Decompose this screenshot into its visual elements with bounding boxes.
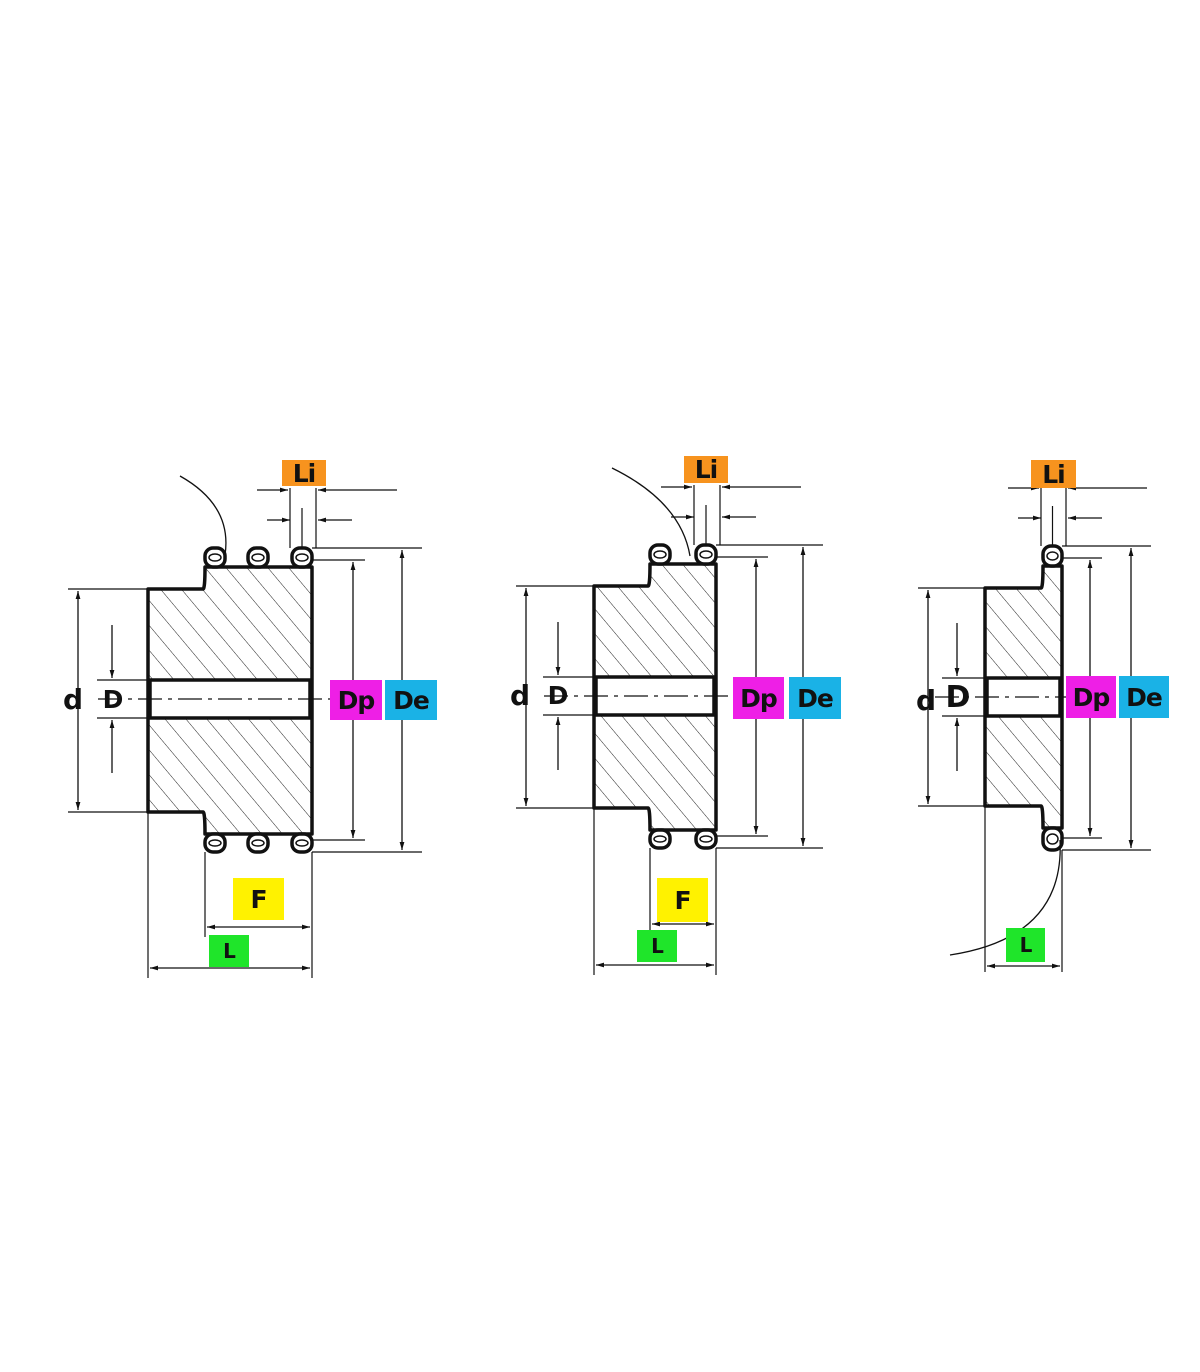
dp-label: Dp — [330, 680, 382, 720]
tooth-roller — [208, 553, 222, 562]
sprocket-tooth — [694, 828, 718, 850]
sprocket-tooth — [290, 546, 314, 569]
tooth-roller — [1046, 551, 1059, 561]
bore-d-label: D — [945, 679, 971, 715]
tooth-roller — [653, 550, 667, 559]
de-label: De — [789, 677, 841, 719]
sprocket-tooth — [203, 832, 227, 854]
sprocket-tooth — [290, 832, 314, 854]
f-label: F — [233, 878, 284, 920]
sprocket-outline — [983, 564, 1064, 830]
tooth-roller — [208, 839, 222, 847]
tooth-roller — [699, 550, 713, 559]
tooth-roller — [1046, 833, 1059, 845]
d-label: d — [509, 678, 531, 712]
sprocket-outline — [146, 565, 314, 836]
leader-arc — [611, 467, 691, 557]
l-label: L — [1006, 928, 1045, 962]
dp-label: Dp — [1066, 676, 1116, 718]
sprocket-tooth — [1041, 826, 1064, 852]
de-label: De — [385, 680, 437, 720]
tooth-roller — [251, 553, 265, 562]
tooth-roller — [251, 839, 265, 847]
sprocket-tooth — [648, 828, 672, 850]
sprocket-tooth — [1041, 544, 1064, 568]
sprocket-tooth — [203, 546, 227, 569]
tooth-roller — [653, 835, 667, 843]
li-label: Li — [282, 459, 326, 488]
d-label: d — [62, 682, 84, 716]
dp-label: Dp — [733, 677, 784, 719]
l-label: L — [637, 930, 677, 962]
tooth-roller — [295, 553, 309, 562]
leader-arc — [949, 839, 1061, 956]
li-label: Li — [1031, 460, 1076, 489]
sprocket-tooth — [246, 832, 270, 854]
tooth-roller — [295, 839, 309, 847]
tooth-roller — [699, 835, 713, 843]
sprocket-tooth — [246, 546, 270, 569]
sprocket-outline — [592, 562, 718, 832]
l-label: L — [209, 935, 249, 967]
d-label: d — [915, 683, 937, 717]
li-label: Li — [684, 455, 728, 484]
bore-d-label: D — [102, 684, 124, 714]
de-label: De — [1119, 676, 1169, 718]
leader-arc — [179, 475, 227, 556]
bore-d-label: D — [547, 680, 569, 710]
sprocket-tooth — [694, 543, 718, 566]
sprocket-tooth — [648, 543, 672, 566]
f-label: F — [657, 878, 708, 922]
